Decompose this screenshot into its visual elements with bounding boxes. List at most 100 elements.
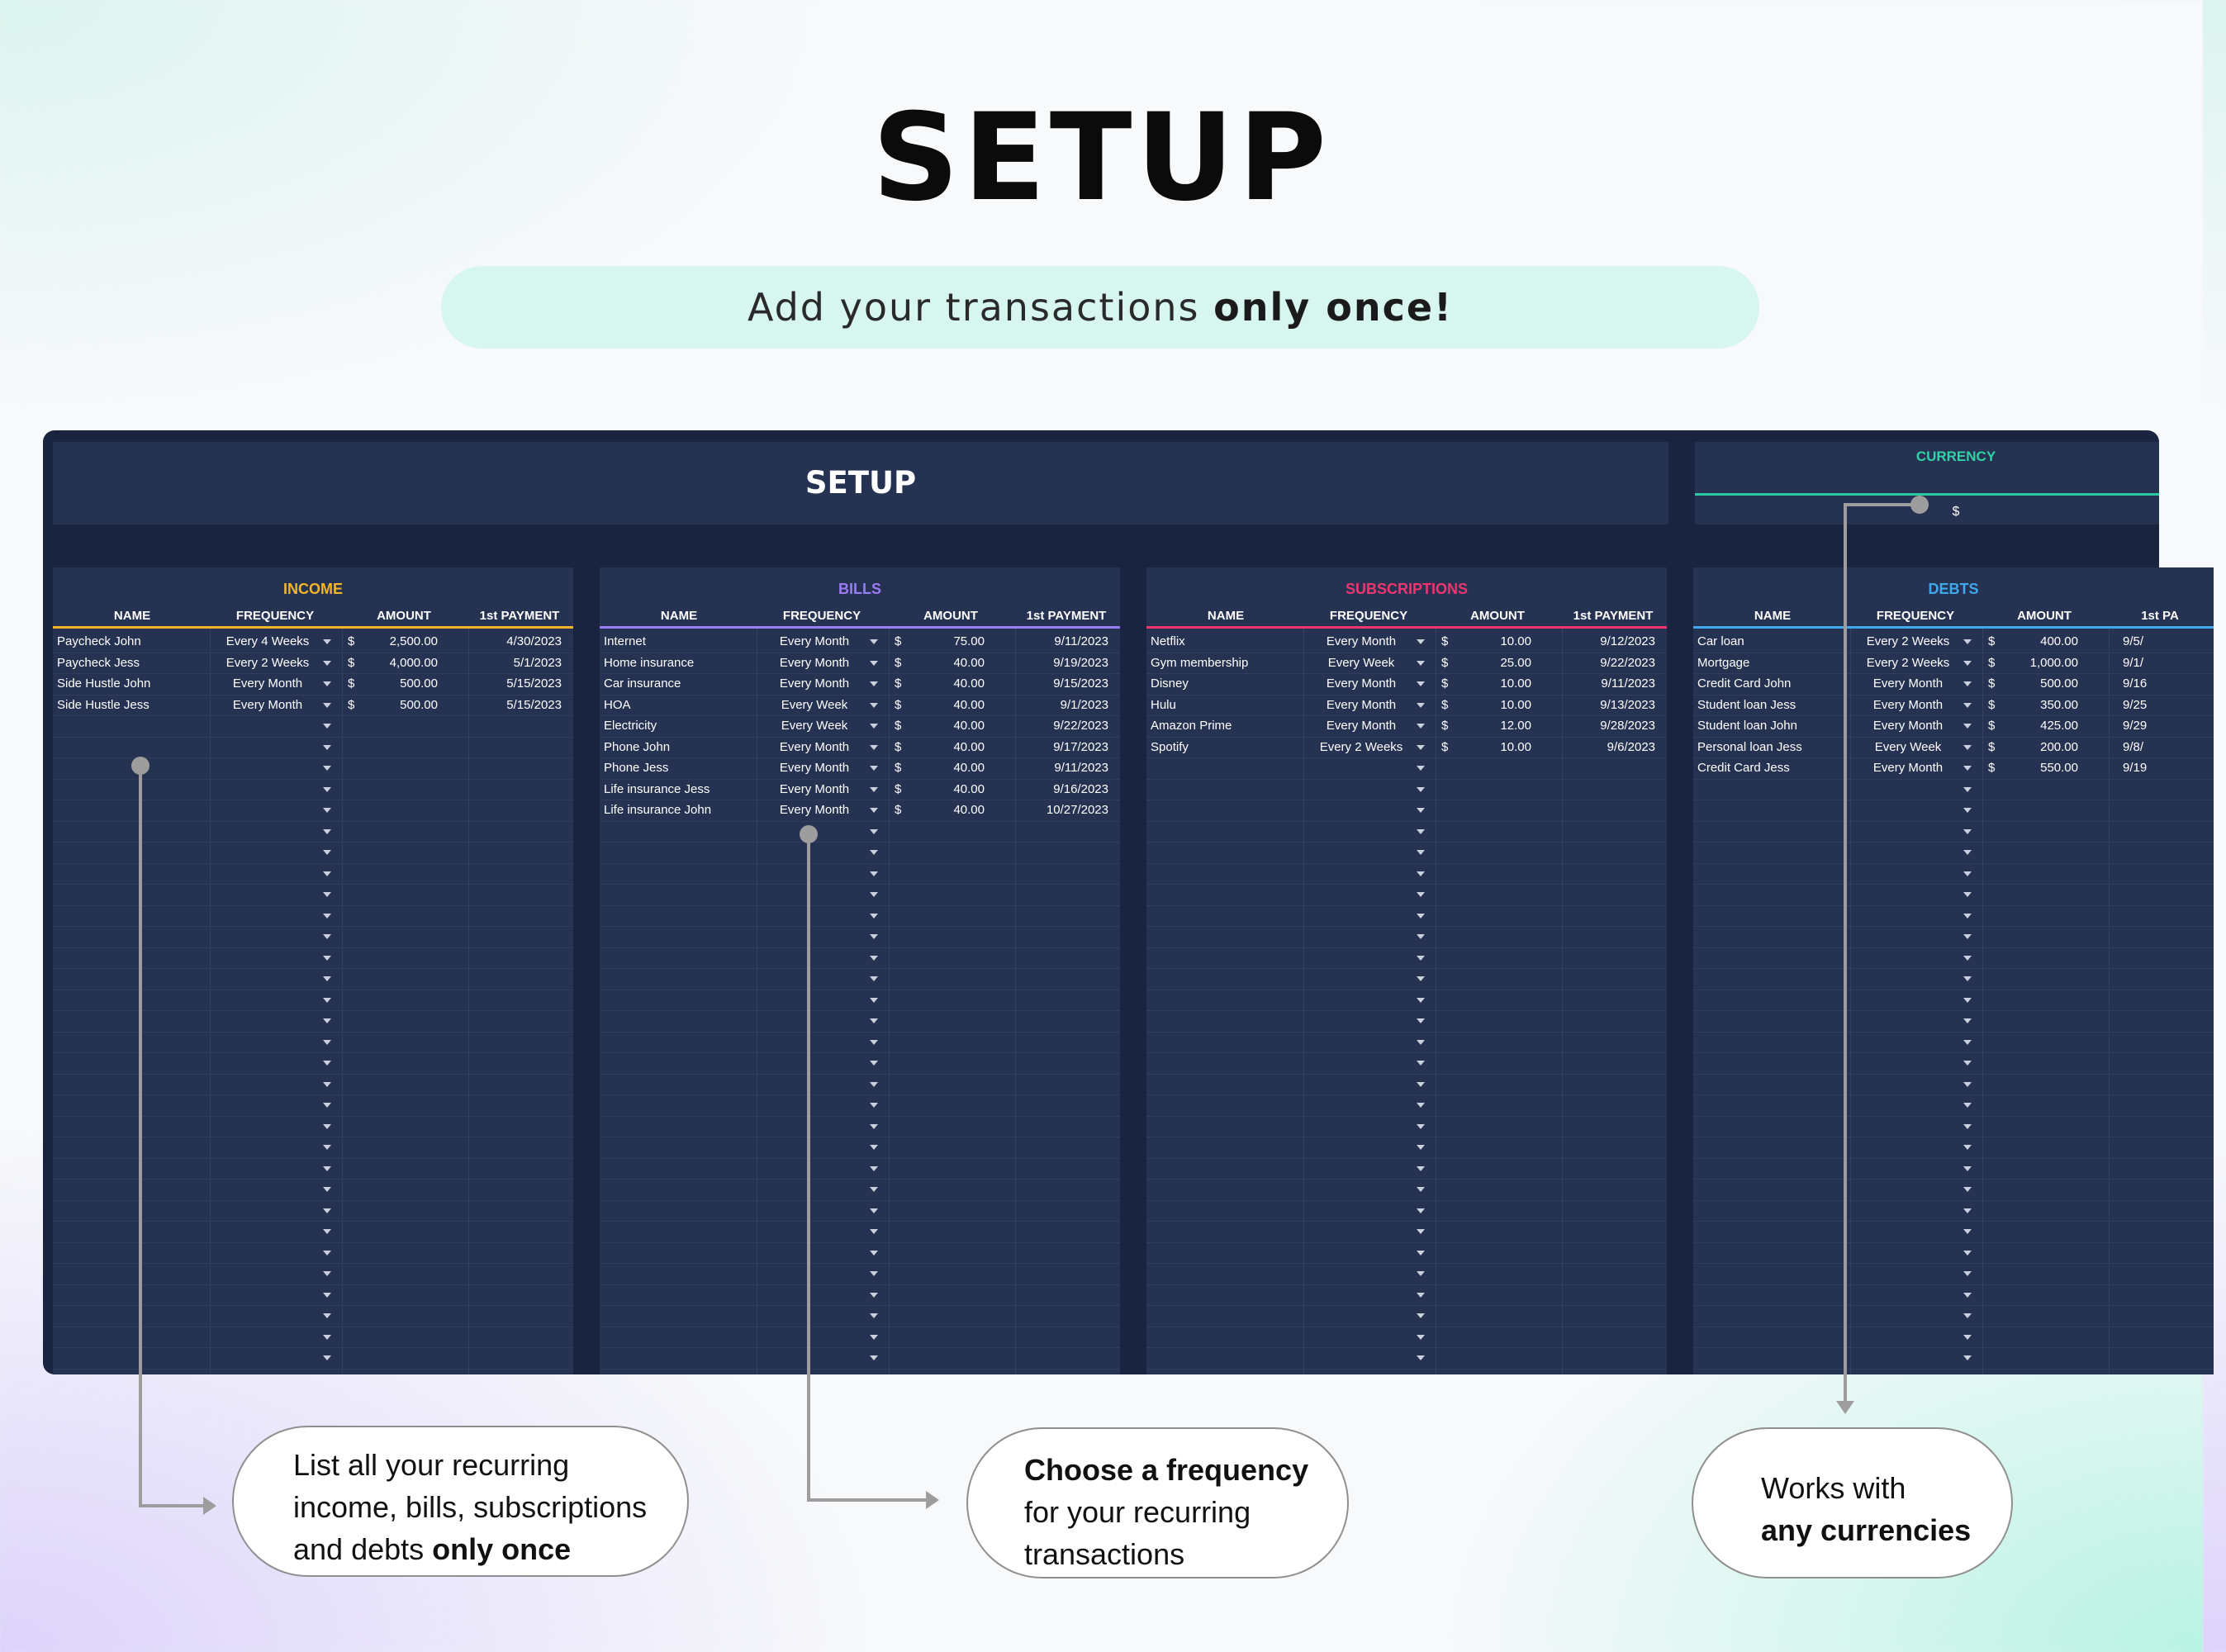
dropdown-caret-icon[interactable]: [1963, 871, 1972, 876]
cell-first-payment[interactable]: 9/19/2023: [1053, 655, 1108, 670]
dropdown-caret-icon[interactable]: [1963, 639, 1972, 644]
dropdown-caret-icon[interactable]: [870, 828, 878, 834]
frequency-select[interactable]: Every 4 Weeks: [225, 634, 310, 648]
cell-amount[interactable]: 400.00: [2040, 634, 2078, 648]
dropdown-caret-icon[interactable]: [1417, 660, 1425, 666]
dropdown-caret-icon[interactable]: [1963, 934, 1972, 939]
frequency-select[interactable]: Every Month: [1326, 676, 1397, 691]
dropdown-caret-icon[interactable]: [1417, 724, 1425, 729]
dropdown-caret-icon[interactable]: [323, 892, 331, 897]
dropdown-caret-icon[interactable]: [1963, 1271, 1972, 1276]
dropdown-caret-icon[interactable]: [1963, 1313, 1972, 1318]
dropdown-caret-icon[interactable]: [1417, 913, 1425, 919]
cell-name[interactable]: Life insurance John: [604, 803, 712, 817]
dropdown-caret-icon[interactable]: [1417, 786, 1425, 792]
dropdown-caret-icon[interactable]: [323, 997, 331, 1003]
cell-first-payment[interactable]: 9/25: [2123, 697, 2148, 712]
dropdown-caret-icon[interactable]: [870, 871, 878, 876]
frequency-select[interactable]: Every 2 Weeks: [1866, 634, 1950, 648]
cell-name[interactable]: Electricity: [604, 719, 657, 733]
dropdown-caret-icon[interactable]: [1963, 976, 1972, 981]
dropdown-caret-icon[interactable]: [1417, 1250, 1425, 1256]
cell-first-payment[interactable]: 9/11/2023: [1054, 634, 1108, 648]
cell-first-payment[interactable]: 9/12/2023: [1600, 634, 1655, 648]
cell-name[interactable]: Student loan Jess: [1697, 697, 1796, 712]
cell-amount[interactable]: 10.00: [1500, 739, 1531, 754]
frequency-select[interactable]: Every Month: [232, 697, 303, 712]
dropdown-caret-icon[interactable]: [1417, 828, 1425, 834]
dropdown-caret-icon[interactable]: [1963, 808, 1972, 813]
cell-amount[interactable]: 4,000.00: [389, 655, 438, 670]
dropdown-caret-icon[interactable]: [1963, 1250, 1972, 1256]
dropdown-caret-icon[interactable]: [323, 976, 331, 981]
dropdown-caret-icon[interactable]: [870, 913, 878, 919]
cell-first-payment[interactable]: 9/11/2023: [1601, 676, 1655, 691]
dropdown-caret-icon[interactable]: [1963, 955, 1972, 961]
frequency-select[interactable]: Every Month: [1872, 676, 1944, 691]
cell-amount[interactable]: 40.00: [953, 719, 985, 733]
frequency-select[interactable]: Every Week: [781, 697, 848, 712]
cell-name[interactable]: Side Hustle John: [57, 676, 151, 691]
dropdown-caret-icon[interactable]: [1963, 702, 1972, 708]
cell-name[interactable]: Mortgage: [1697, 655, 1750, 670]
frequency-select[interactable]: Every Month: [1872, 719, 1944, 733]
dropdown-caret-icon[interactable]: [1417, 1145, 1425, 1150]
dropdown-caret-icon[interactable]: [323, 1355, 331, 1360]
cell-amount[interactable]: 12.00: [1500, 719, 1531, 733]
dropdown-caret-icon[interactable]: [870, 892, 878, 897]
dropdown-caret-icon[interactable]: [870, 786, 878, 792]
cell-first-payment[interactable]: 9/6/2023: [1607, 739, 1655, 754]
cell-first-payment[interactable]: 9/28/2023: [1600, 719, 1655, 733]
dropdown-caret-icon[interactable]: [1417, 639, 1425, 644]
dropdown-caret-icon[interactable]: [1963, 1039, 1972, 1045]
cell-amount[interactable]: 425.00: [2040, 719, 2078, 733]
dropdown-caret-icon[interactable]: [1963, 1061, 1972, 1066]
dropdown-caret-icon[interactable]: [870, 724, 878, 729]
dropdown-caret-icon[interactable]: [1417, 1271, 1425, 1276]
dropdown-caret-icon[interactable]: [323, 1061, 331, 1066]
cell-first-payment[interactable]: 5/15/2023: [506, 676, 562, 691]
dropdown-caret-icon[interactable]: [1963, 660, 1972, 666]
dropdown-caret-icon[interactable]: [870, 702, 878, 708]
dropdown-caret-icon[interactable]: [323, 681, 331, 686]
frequency-select[interactable]: Every Week: [1874, 739, 1942, 754]
dropdown-caret-icon[interactable]: [323, 639, 331, 644]
dropdown-caret-icon[interactable]: [1963, 1081, 1972, 1087]
dropdown-caret-icon[interactable]: [870, 1229, 878, 1234]
dropdown-caret-icon[interactable]: [1417, 1292, 1425, 1298]
cell-first-payment[interactable]: 10/27/2023: [1046, 803, 1108, 817]
cell-first-payment[interactable]: 9/29: [2123, 719, 2148, 733]
dropdown-caret-icon[interactable]: [323, 786, 331, 792]
cell-name[interactable]: Paycheck John: [57, 634, 141, 648]
dropdown-caret-icon[interactable]: [870, 1081, 878, 1087]
dropdown-caret-icon[interactable]: [870, 976, 878, 981]
frequency-select[interactable]: Every Month: [1326, 719, 1397, 733]
dropdown-caret-icon[interactable]: [870, 1271, 878, 1276]
cell-amount[interactable]: 550.00: [2040, 761, 2078, 775]
dropdown-caret-icon[interactable]: [870, 1039, 878, 1045]
cell-amount[interactable]: 1,000.00: [2029, 655, 2078, 670]
dropdown-caret-icon[interactable]: [1963, 828, 1972, 834]
dropdown-caret-icon[interactable]: [323, 1123, 331, 1129]
dropdown-caret-icon[interactable]: [1963, 744, 1972, 750]
currency-input[interactable]: $: [1952, 505, 1960, 519]
dropdown-caret-icon[interactable]: [323, 1039, 331, 1045]
dropdown-caret-icon[interactable]: [1963, 1187, 1972, 1192]
dropdown-caret-icon[interactable]: [870, 1018, 878, 1023]
cell-name[interactable]: Gym membership: [1151, 655, 1249, 670]
cell-name[interactable]: Netflix: [1151, 634, 1185, 648]
cell-name[interactable]: HOA: [604, 697, 631, 712]
dropdown-caret-icon[interactable]: [323, 702, 331, 708]
cell-name[interactable]: Disney: [1151, 676, 1189, 691]
dropdown-caret-icon[interactable]: [1963, 1355, 1972, 1360]
frequency-select[interactable]: Every 2 Weeks: [1866, 655, 1950, 670]
cell-amount[interactable]: 25.00: [1500, 655, 1531, 670]
cell-amount[interactable]: 40.00: [953, 697, 985, 712]
dropdown-caret-icon[interactable]: [323, 1292, 331, 1298]
dropdown-caret-icon[interactable]: [870, 1313, 878, 1318]
frequency-select[interactable]: Every Month: [779, 634, 850, 648]
dropdown-caret-icon[interactable]: [1963, 913, 1972, 919]
dropdown-caret-icon[interactable]: [1417, 1208, 1425, 1213]
frequency-select[interactable]: Every Week: [781, 719, 848, 733]
cell-name[interactable]: Side Hustle Jess: [57, 697, 150, 712]
